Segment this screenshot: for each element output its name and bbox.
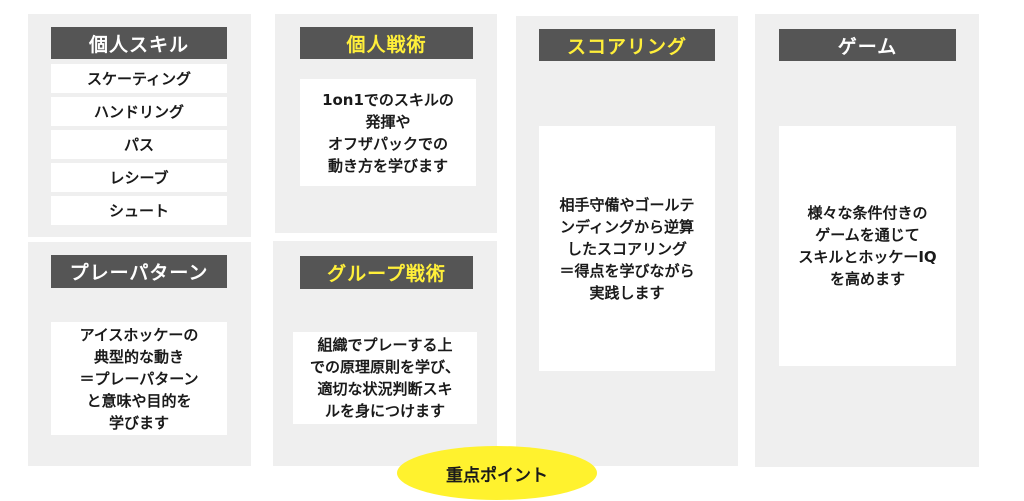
kojin-senjutsu-panel: 個人戦術 1on1でのスキルの 発揮や オフザパックでの 動き方を学びます (275, 14, 497, 233)
skill-item-receive: レシーブ (51, 163, 227, 192)
kojin-senjutsu-description: 1on1でのスキルの 発揮や オフザパックでの 動き方を学びます (300, 79, 476, 186)
skill-item-skating: スケーティング (51, 64, 227, 93)
skill-item-shoot: シュート (51, 196, 227, 225)
group-senjutsu-title: グループ戦術 (300, 256, 473, 289)
skill-item-pass: パス (51, 130, 227, 159)
scoring-panel: スコアリング 相手守備やゴールテ ンディングから逆算 したスコアリング ＝得点を… (516, 16, 738, 466)
scoring-title: スコアリング (539, 29, 715, 61)
game-description: 様々な条件付きの ゲームを通じて スキルとホッケーIQ を高めます (779, 126, 956, 366)
skill-item-handling: ハンドリング (51, 97, 227, 126)
game-panel: ゲーム 様々な条件付きの ゲームを通じて スキルとホッケーIQ を高めます (755, 14, 979, 467)
scoring-description: 相手守備やゴールテ ンディングから逆算 したスコアリング ＝得点を学びながら 実… (539, 126, 715, 371)
key-point-badge: 重点ポイント (397, 446, 597, 500)
kojin-skill-title: 個人スキル (51, 27, 227, 59)
kojin-senjutsu-title: 個人戦術 (300, 27, 473, 59)
play-pattern-title: プレーパターン (51, 255, 227, 288)
group-senjutsu-panel: グループ戦術 組織でプレーする上 での原理原則を学び、 適切な状況判断スキ ルを… (273, 241, 497, 466)
kojin-skill-panel: 個人スキル スケーティング ハンドリング パス レシーブ シュート (28, 14, 251, 237)
game-title: ゲーム (779, 29, 956, 61)
play-pattern-panel: プレーパターン アイスホッケーの 典型的な動き ＝プレーパターン と意味や目的を… (28, 242, 251, 466)
group-senjutsu-description: 組織でプレーする上 での原理原則を学び、 適切な状況判断スキ ルを身につけます (293, 332, 477, 424)
play-pattern-description: アイスホッケーの 典型的な動き ＝プレーパターン と意味や目的を 学びます (51, 322, 227, 435)
